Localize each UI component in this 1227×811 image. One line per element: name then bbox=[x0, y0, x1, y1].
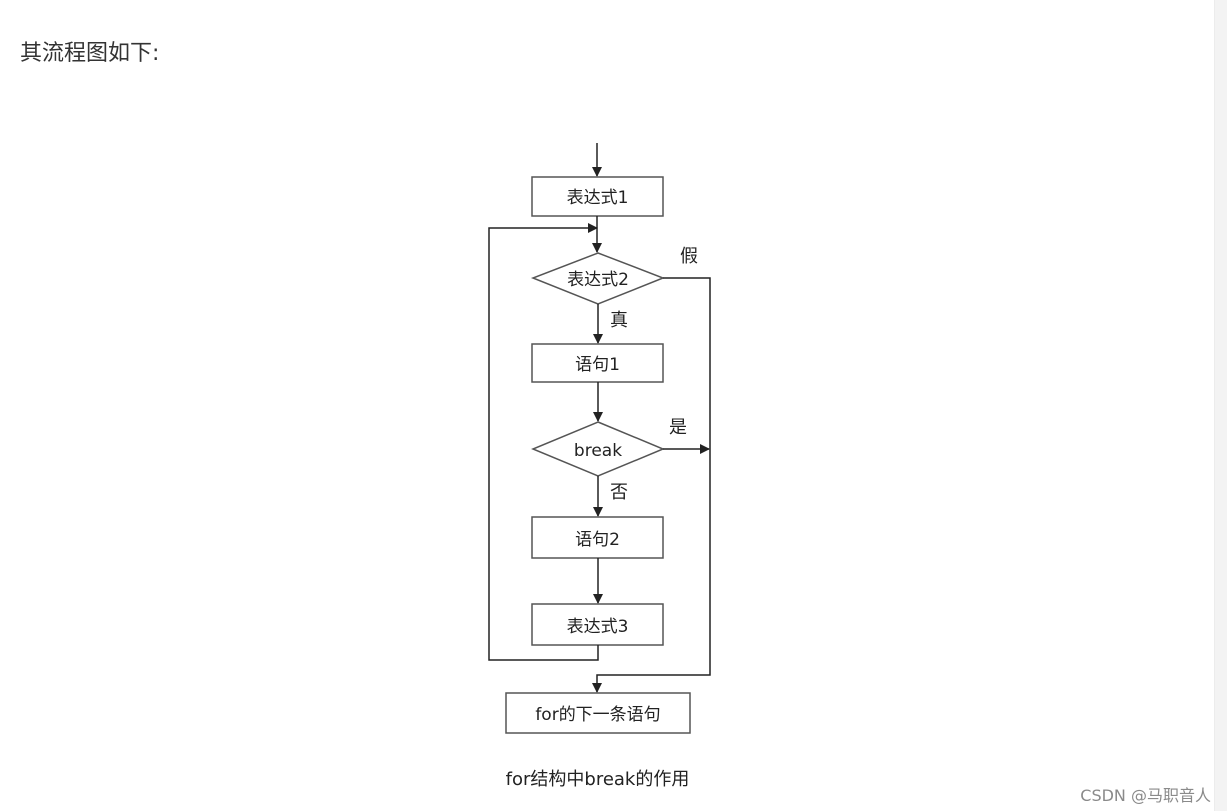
watermark: CSDN @马职音人 bbox=[1080, 786, 1211, 805]
node-stmt2-box bbox=[531, 516, 664, 559]
edge-expr2-false bbox=[592, 277, 711, 693]
node-expr2-label: 表达式2 bbox=[567, 270, 629, 290]
node-next-label: for的下一条语句 bbox=[535, 705, 660, 725]
node-expr3-label: 表达式3 bbox=[567, 617, 629, 637]
node-stmt1-label: 语句1 bbox=[575, 355, 620, 375]
node-expr1-box bbox=[531, 176, 664, 217]
figure-caption: for结构中break的作用 bbox=[505, 769, 690, 790]
edge-label-yes: 是 bbox=[669, 417, 687, 438]
node-break-label: break bbox=[574, 441, 622, 461]
node-expr1-label: 表达式1 bbox=[567, 188, 629, 208]
edge-label-false: 假 bbox=[680, 246, 698, 267]
edge-label-true: 真 bbox=[610, 310, 628, 331]
node-stmt2-label: 语句2 bbox=[575, 530, 620, 550]
scrollbar[interactable] bbox=[1214, 0, 1227, 811]
edge-label-no: 否 bbox=[610, 482, 628, 503]
edge-loop-back bbox=[488, 223, 599, 661]
node-expr3-box bbox=[531, 603, 664, 646]
node-next-box bbox=[505, 692, 691, 734]
intro-text: 其流程图如下: bbox=[20, 41, 160, 66]
